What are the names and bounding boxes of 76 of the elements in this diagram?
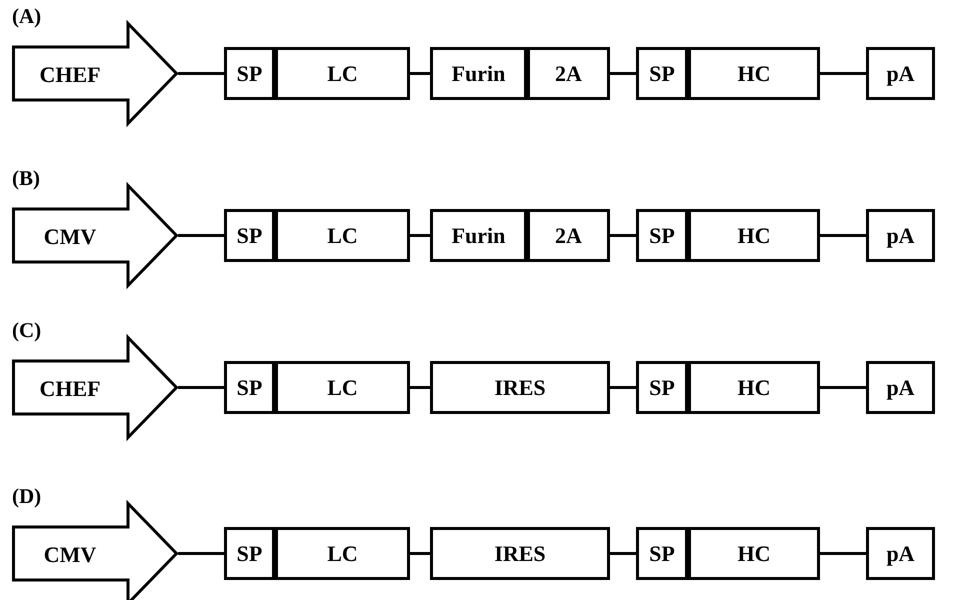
connector-line — [410, 72, 430, 75]
gene-segment-box — [866, 361, 935, 414]
segment-label: CHEF — [39, 62, 101, 88]
connector-line — [178, 386, 224, 389]
segment-label: SP — [236, 374, 262, 400]
connector-line — [410, 386, 430, 389]
connector-line — [410, 234, 430, 237]
connector-line — [610, 234, 636, 237]
segment-label: CMV — [44, 542, 96, 568]
segment-label: SP — [649, 540, 675, 566]
segment-label: IRES — [494, 540, 546, 566]
segment-label: LC — [327, 540, 358, 566]
connector-line — [820, 72, 866, 75]
segment-label: CMV — [44, 224, 96, 250]
gene-segment-box — [636, 209, 688, 262]
gene-segment-box — [430, 47, 527, 100]
segment-label: pA — [886, 222, 915, 248]
gene-segment-box — [636, 361, 688, 414]
segment-label: LC — [327, 60, 358, 86]
gene-segment-box — [688, 361, 820, 414]
segment-label: SP — [649, 60, 675, 86]
connector-line — [410, 552, 430, 555]
connector-line — [610, 386, 636, 389]
segment-label: 2A — [555, 60, 582, 86]
gene-segment-box — [688, 47, 820, 100]
gene-segment-box — [866, 47, 935, 100]
gene-segment-box — [527, 209, 610, 262]
segment-label: SP — [649, 222, 675, 248]
gene-segment-box — [636, 47, 688, 100]
panel-label: (B) — [12, 166, 40, 191]
segment-label: LC — [327, 374, 358, 400]
gene-segment-box — [275, 209, 410, 262]
connector-line — [820, 386, 866, 389]
panel-label: (A) — [12, 4, 42, 29]
connector-line — [178, 552, 224, 555]
segment-label: SP — [236, 222, 262, 248]
connector-line — [610, 552, 636, 555]
gene-segment-box — [224, 47, 275, 100]
gene-segment-box — [866, 209, 935, 262]
gene-segment-box — [430, 527, 610, 580]
gene-segment-box — [275, 527, 410, 580]
panel-label: (D) — [12, 484, 42, 509]
connector-line — [610, 72, 636, 75]
gene-segment-box — [688, 527, 820, 580]
segment-label: SP — [236, 540, 262, 566]
segment-label: HC — [738, 60, 770, 86]
gene-segment-box — [275, 47, 410, 100]
gene-segment-box — [430, 209, 527, 262]
gene-segment-box — [430, 361, 610, 414]
segment-label: pA — [886, 374, 915, 400]
segment-label: HC — [738, 374, 770, 400]
segment-label: HC — [738, 540, 770, 566]
segment-label: pA — [886, 60, 915, 86]
gene-segment-box — [527, 47, 610, 100]
connector-line — [178, 234, 224, 237]
segment-label: IRES — [494, 374, 546, 400]
connector-line — [178, 72, 224, 75]
segment-label: CHEF — [39, 376, 101, 402]
segment-label: LC — [327, 222, 358, 248]
segment-label: HC — [738, 222, 770, 248]
gene-segment-box — [688, 209, 820, 262]
gene-segment-box — [866, 527, 935, 580]
segment-label: pA — [886, 540, 915, 566]
panel-label: (C) — [12, 318, 42, 343]
connector-line — [820, 234, 866, 237]
segment-label: 2A — [555, 222, 582, 248]
gene-segment-box — [224, 209, 275, 262]
segment-label: SP — [236, 60, 262, 86]
gene-segment-box — [275, 361, 410, 414]
segment-label: Furin — [452, 60, 506, 86]
gene-segment-box — [224, 527, 275, 580]
gene-segment-box — [636, 527, 688, 580]
connector-line — [820, 552, 866, 555]
gene-segment-box — [224, 361, 275, 414]
segment-label: Furin — [452, 222, 506, 248]
segment-label: SP — [649, 374, 675, 400]
